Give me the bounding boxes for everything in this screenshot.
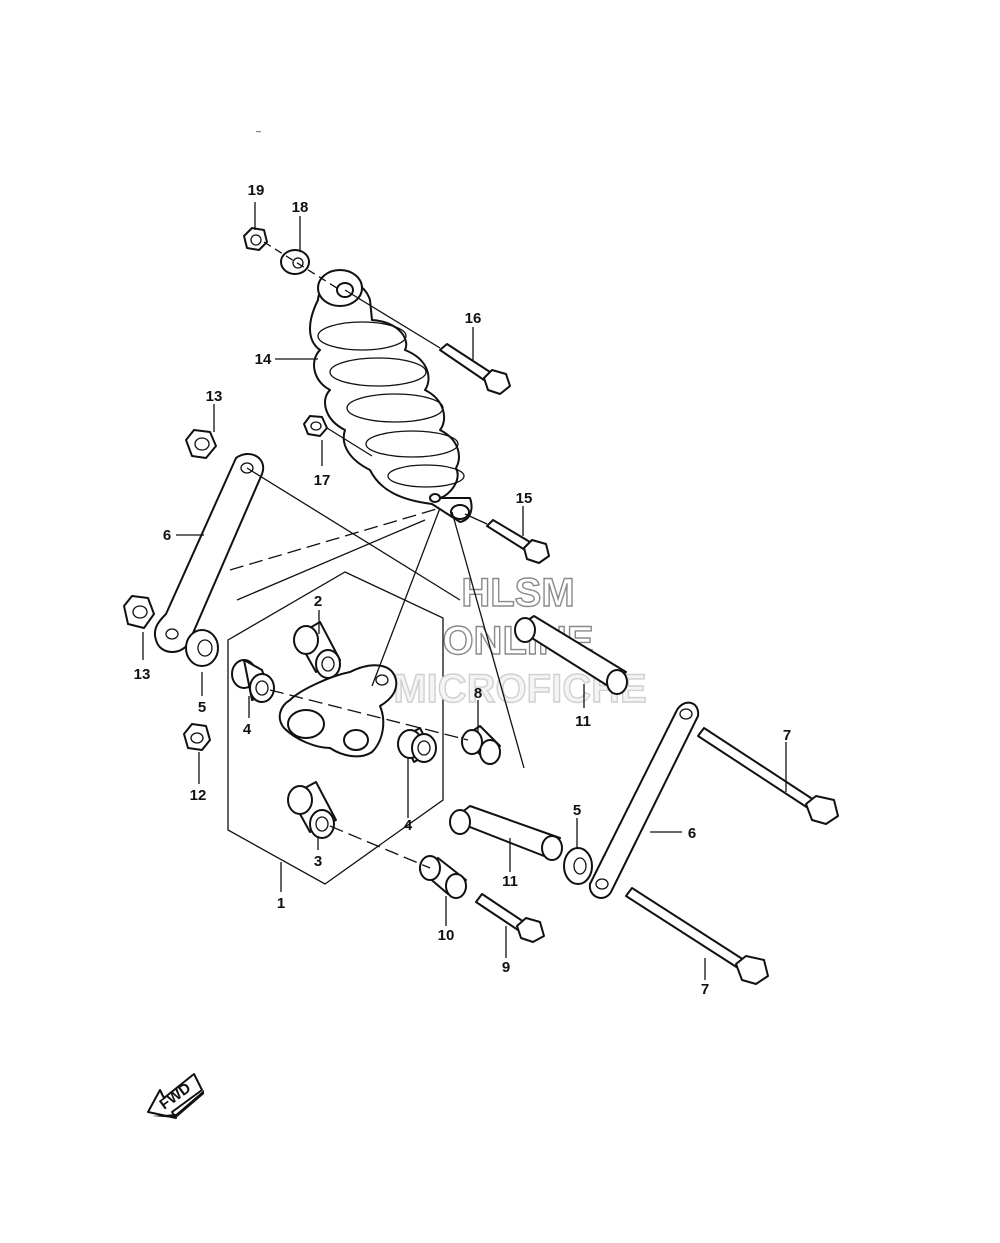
callout-19: 19: [248, 182, 265, 199]
sleeve-11-upper: [514, 615, 628, 695]
callout-4-left: 4: [243, 721, 252, 738]
bolt-7-upper: [697, 727, 839, 825]
collar-8: [461, 725, 501, 765]
cushion-lever: [278, 664, 398, 758]
callout-1: 1: [277, 895, 285, 912]
bearing-4-right: [397, 727, 437, 763]
callout-13-upper: 13: [206, 388, 223, 405]
callout-11-upper: 11: [575, 713, 591, 730]
callout-labels: 19 18 16 14 13 17 15 6 2 13 8 5 11 4 7 1…: [134, 182, 792, 998]
shock-absorber: [309, 269, 473, 523]
bolt-16: [439, 343, 511, 395]
nut-12: [183, 723, 211, 751]
nut-17: [303, 415, 328, 437]
callout-7-upper: 7: [783, 727, 791, 744]
sleeve-11-lower: [449, 805, 563, 861]
callout-4-right: 4: [404, 817, 413, 834]
nut-19: [243, 227, 268, 251]
alignment-lines: [229, 507, 525, 869]
callout-6-right: 6: [688, 825, 696, 842]
callout-18: 18: [292, 199, 309, 216]
spacer-5-left: [185, 629, 219, 667]
sectional-outline: [236, 519, 426, 601]
callout-8: 8: [474, 685, 482, 702]
washer-18: [280, 249, 310, 275]
callout-5-right: 5: [573, 802, 581, 819]
bolt-15: [486, 519, 550, 564]
tie-rod-left-6: [154, 453, 265, 653]
bearing-2: [293, 621, 341, 679]
svg-text:HLSM: HLSM: [461, 571, 574, 615]
bolt-7-lower: [625, 887, 769, 985]
callout-15: 15: [516, 490, 533, 507]
callout-16: 16: [465, 310, 482, 327]
callout-10: 10: [438, 927, 455, 944]
leader-lines: [142, 202, 787, 980]
fwd-arrow-icon: FWD: [147, 1073, 204, 1119]
linkage-assembly-outline: [227, 571, 444, 885]
callout-2: 2: [314, 593, 322, 610]
collar-10: [419, 855, 467, 899]
bearing-4-left: [231, 659, 275, 703]
callout-13-lower: 13: [134, 666, 151, 683]
callout-17: 17: [314, 472, 331, 489]
small-mark: –: [256, 126, 261, 136]
tie-rod-right-6: [588, 701, 700, 899]
callout-14: 14: [255, 351, 272, 368]
callout-6-left: 6: [163, 527, 171, 544]
nut-13-upper: [185, 429, 217, 459]
callout-9: 9: [502, 959, 510, 976]
bolt-9: [475, 893, 545, 943]
callout-7-lower: 7: [701, 981, 709, 998]
callout-11-lower: 11: [502, 873, 518, 890]
nut-13-lower: [123, 595, 155, 629]
spacer-5-right: [563, 847, 593, 885]
bearing-3: [287, 781, 337, 839]
callout-5-left: 5: [198, 699, 206, 716]
callout-3: 3: [314, 853, 322, 870]
callout-12: 12: [190, 787, 207, 804]
